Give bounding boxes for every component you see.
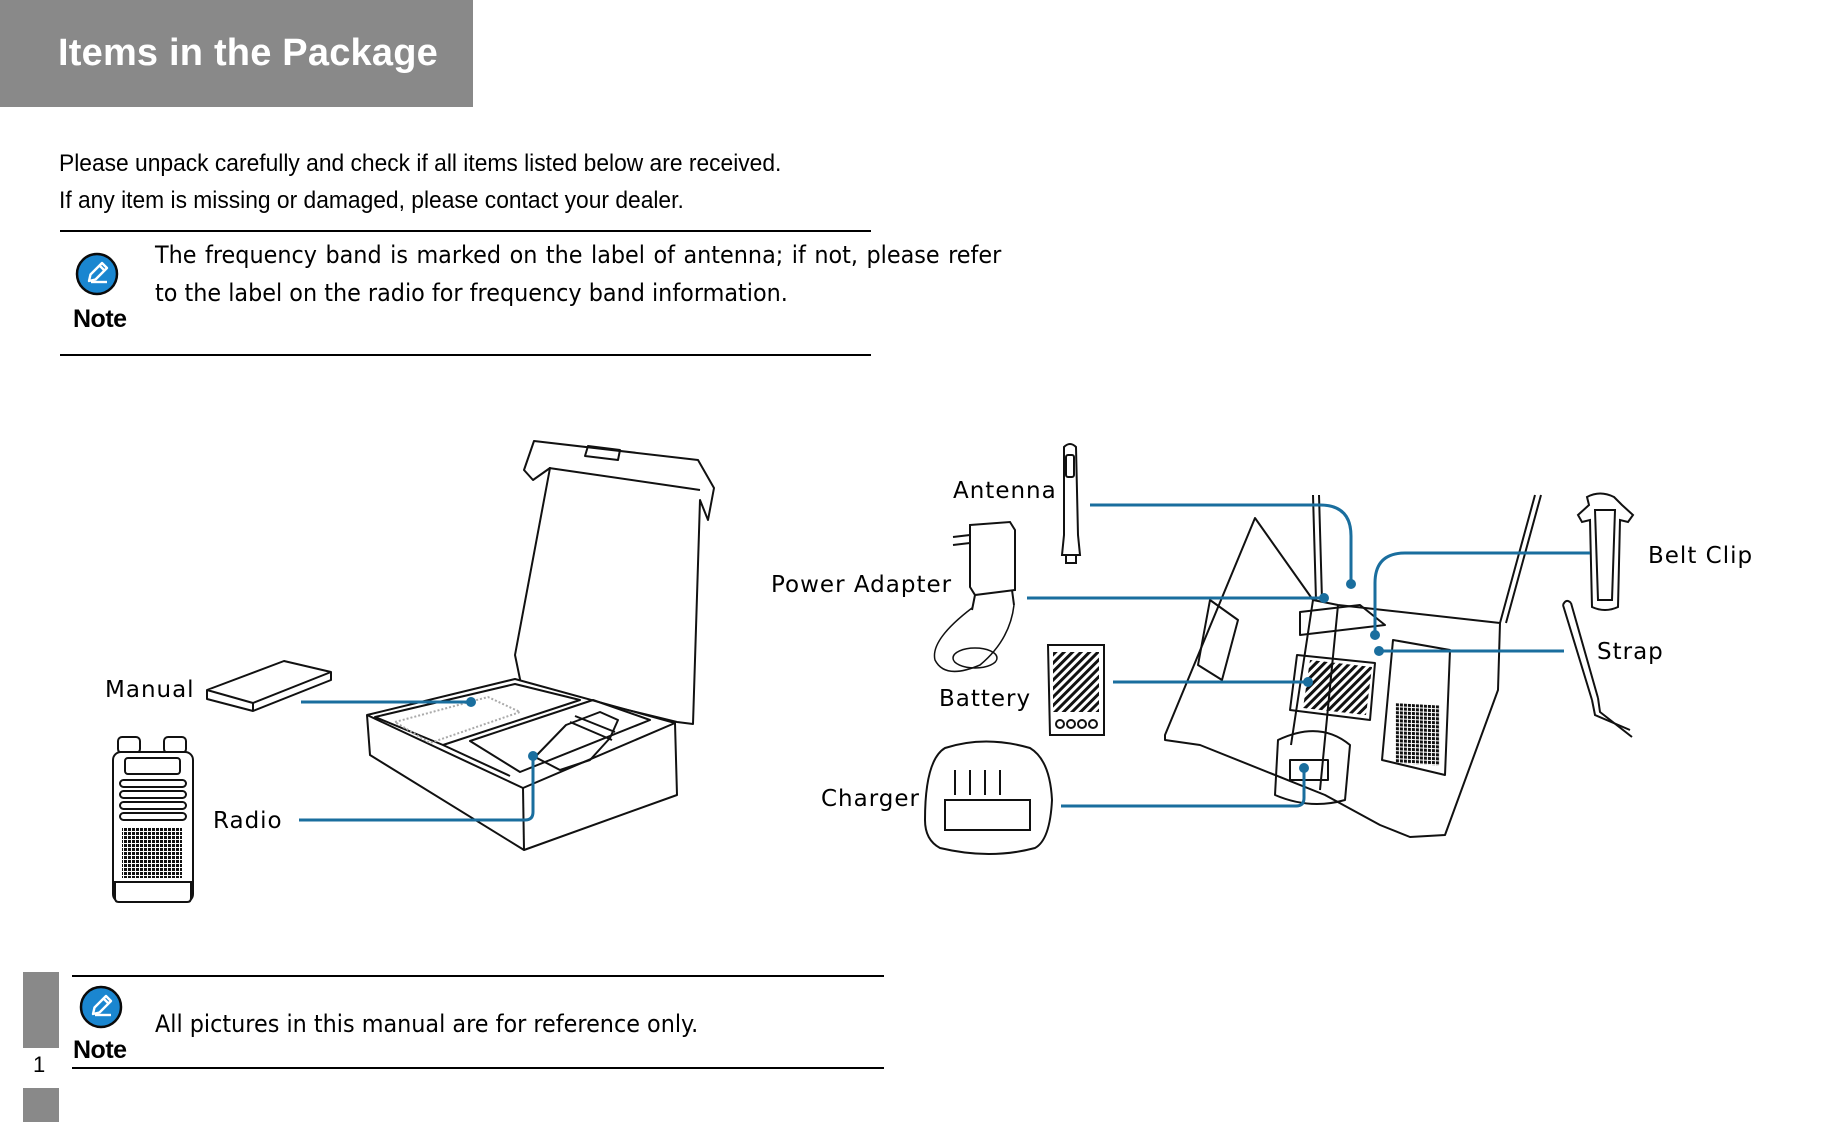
- callout-manual: Manual: [105, 677, 195, 703]
- callout-battery: Battery: [939, 686, 1032, 712]
- strap-illustration: [1562, 599, 1633, 738]
- note-bottom-text: All pictures in this manual are for refe…: [155, 1010, 699, 1038]
- battery-illustration: [1046, 644, 1105, 736]
- leader-dot-manual: [466, 697, 476, 707]
- leader-dot-power-adapter: [1319, 593, 1329, 603]
- leader-dot-radio: [528, 751, 538, 761]
- leader-dot-battery: [1303, 677, 1313, 687]
- intro-line-2: If any item is missing or damaged, pleas…: [59, 187, 684, 214]
- side-tab-upper: [23, 972, 59, 1048]
- pencil-note-icon: [79, 985, 123, 1029]
- note-bottom-label: Note: [73, 1036, 127, 1064]
- callout-strap: Strap: [1597, 639, 1664, 665]
- section-header-bar: [0, 0, 473, 107]
- pencil-note-icon: [75, 252, 119, 296]
- leader-dot-strap: [1374, 646, 1384, 656]
- leader-dots: [466, 579, 1384, 773]
- leader-charger: [1061, 768, 1306, 808]
- leader-dot-antenna: [1346, 579, 1356, 589]
- leader-lines: [299, 503, 1590, 822]
- manual-booklet-illustration: [206, 660, 332, 712]
- page-title: Items in the Package: [58, 32, 438, 74]
- charger-illustration: [923, 740, 1054, 855]
- callout-charger: Charger: [821, 786, 920, 812]
- accessory-box-illustration: [1164, 494, 1542, 838]
- callout-belt-clip: Belt Clip: [1648, 543, 1754, 569]
- note-top-rule-bottom: [60, 354, 871, 356]
- intro-line-1: Please unpack carefully and check if all…: [59, 150, 782, 177]
- leader-dot-belt-clip: [1370, 630, 1380, 640]
- note-bottom-rule: [72, 975, 884, 977]
- leader-dot-charger: [1299, 763, 1309, 773]
- side-tab-lower: [23, 1088, 59, 1122]
- power-adapter-illustration: [933, 520, 1016, 673]
- note-top-rule: [60, 230, 871, 232]
- radio-illustration: [112, 736, 194, 903]
- note-top-label: Note: [73, 305, 127, 333]
- callout-antenna: Antenna: [953, 478, 1057, 504]
- leader-belt-clip: [1373, 551, 1590, 635]
- note-bottom-icon-wrap: [79, 985, 123, 1034]
- antenna-illustration: [1060, 443, 1082, 564]
- belt-clip-illustration: [1576, 492, 1635, 611]
- leader-antenna: [1090, 503, 1353, 584]
- page-number: 1: [33, 1052, 46, 1077]
- note-top-text: The frequency band is marked on the labe…: [155, 241, 1002, 307]
- note-bottom-rule-bottom: [72, 1067, 884, 1069]
- callout-radio: Radio: [213, 808, 283, 834]
- callout-power-adapter: Power Adapter: [771, 572, 953, 598]
- gift-box-illustration: [366, 440, 715, 851]
- leader-radio: [299, 756, 535, 822]
- note-top-icon-wrap: [75, 252, 119, 301]
